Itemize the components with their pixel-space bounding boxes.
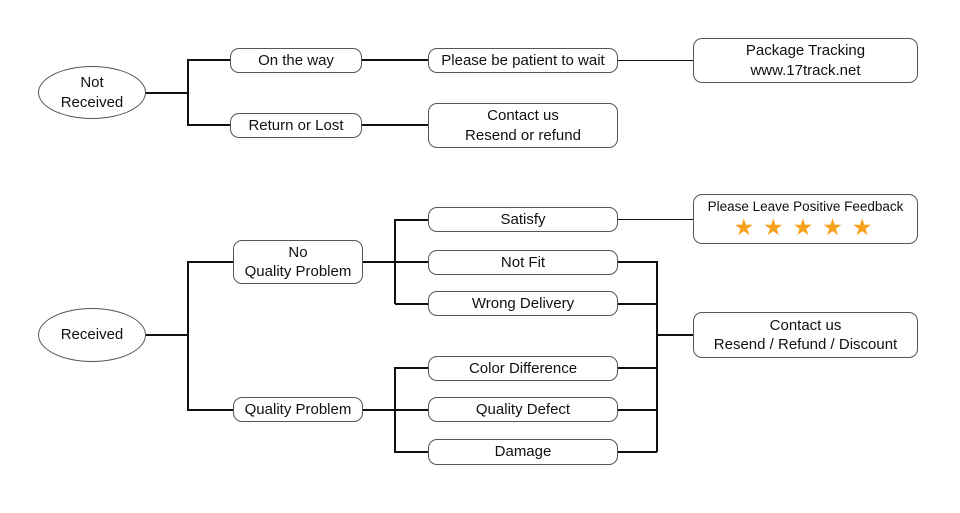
connector-line — [657, 334, 693, 336]
connector-line — [395, 367, 428, 369]
connector-line — [618, 409, 657, 411]
connector-line — [618, 451, 657, 453]
node-label: Contact us — [487, 107, 559, 124]
node-label: Received — [60, 93, 124, 111]
connector-line — [656, 261, 658, 453]
node-not-fit: Not Fit — [428, 250, 618, 275]
node-wrong-delivery: Wrong Delivery — [428, 291, 618, 316]
node-label: Please be patient to wait — [441, 51, 605, 69]
node-quality-problem: Quality Problem — [233, 397, 363, 422]
node-label: Not — [80, 74, 104, 91]
node-quality-defect: Quality Defect — [428, 397, 618, 422]
node-package-tracking: Package Tracking www.17track.net — [693, 38, 918, 83]
connector-line — [187, 261, 233, 263]
connector-line — [145, 334, 188, 336]
node-label: Damage — [494, 443, 552, 461]
node-return-or-lost: Return or Lost — [230, 113, 362, 138]
node-label: Color Difference — [468, 359, 578, 377]
node-label: Wrong Delivery — [471, 294, 575, 312]
connector-line — [362, 59, 428, 61]
node-label: Contact us — [769, 316, 842, 334]
connector-line — [145, 92, 188, 94]
connector-line — [187, 59, 189, 126]
node-label: Resend / Refund / Discount — [713, 336, 898, 353]
node-please-be-patient: Please be patient to wait — [428, 48, 618, 73]
node-label: Not Fit — [500, 253, 546, 271]
node-no-quality-problem: No Quality Problem — [233, 240, 363, 284]
connector-line — [394, 219, 396, 305]
connector-line — [618, 218, 693, 221]
connector-line — [394, 367, 396, 454]
connector-line — [187, 59, 231, 61]
node-positive-feedback: Please Leave Positive Feedback ★★★★★ — [693, 194, 918, 244]
node-label: Quality Defect — [475, 400, 571, 418]
node-color-difference: Color Difference — [428, 356, 618, 381]
connector-line — [187, 409, 233, 411]
node-label: On the way — [258, 51, 334, 69]
node-label: Resend or refund — [465, 126, 581, 144]
connector-line — [618, 59, 693, 62]
connector-line — [395, 451, 428, 453]
connector-line — [187, 124, 231, 126]
node-label: Received — [60, 326, 124, 344]
connector-line — [618, 261, 657, 263]
node-label: No — [288, 243, 308, 261]
node-on-the-way: On the way — [230, 48, 362, 73]
node-contact-resend-refund: Contact us Resend or refund — [428, 103, 618, 148]
connector-line — [618, 367, 657, 369]
node-satisfy: Satisfy — [428, 207, 618, 232]
connector-line — [362, 124, 428, 126]
node-received: Received — [38, 308, 146, 362]
node-damage: Damage — [428, 439, 618, 465]
tracking-url: www.17track.net — [750, 61, 861, 79]
node-label: Quality Problem — [244, 263, 352, 280]
node-label: Package Tracking — [745, 42, 866, 59]
node-contact-discount: Contact us Resend / Refund / Discount — [693, 312, 918, 358]
five-star-rating-icon: ★★★★★ — [733, 215, 882, 242]
connector-line — [618, 303, 657, 305]
connector-line — [187, 261, 189, 411]
node-label: Return or Lost — [248, 116, 344, 134]
node-label: Quality Problem — [244, 400, 352, 418]
node-label: Please Leave Positive Feedback — [707, 198, 904, 214]
connector-line — [395, 219, 428, 221]
node-label: Satisfy — [500, 210, 546, 228]
node-not-received: Not Received — [38, 66, 146, 119]
connector-line — [395, 303, 428, 305]
